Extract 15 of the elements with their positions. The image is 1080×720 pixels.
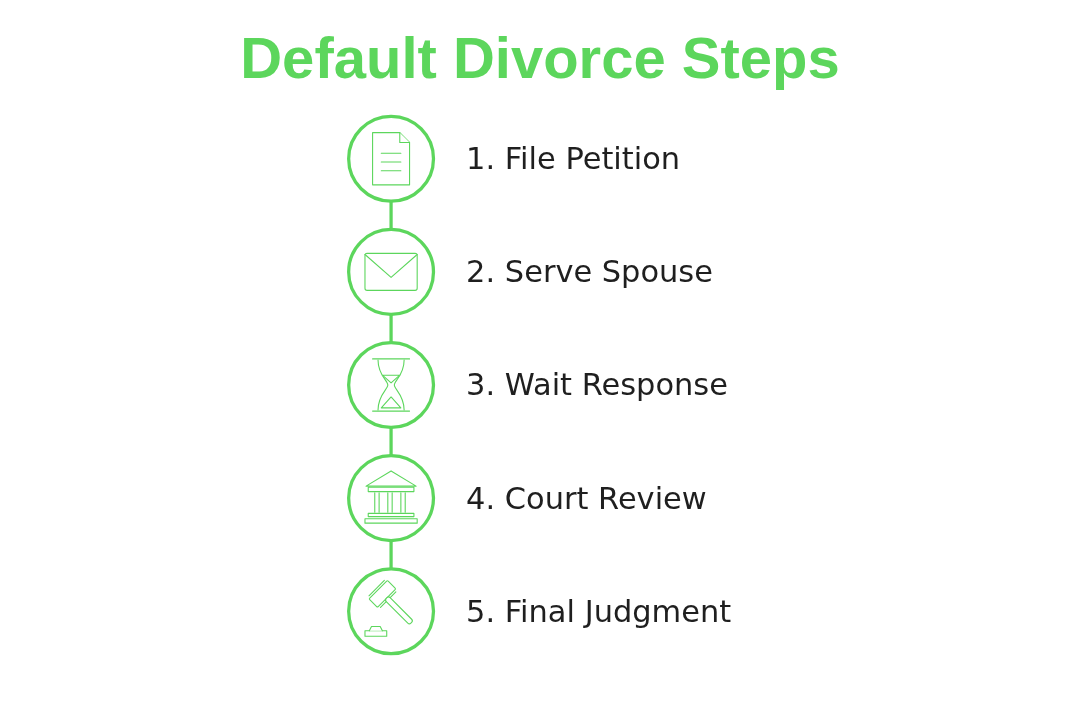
node-circle (347, 567, 436, 656)
step-label: 3. Wait Response (466, 367, 728, 403)
step-label: 1. File Petition (466, 141, 681, 177)
node-circle (347, 227, 436, 316)
connector (389, 201, 393, 230)
connector (389, 427, 393, 456)
title: Default Divorce Steps (239, 24, 841, 92)
node-circle (347, 454, 436, 543)
node-circle (347, 340, 436, 430)
connector (389, 314, 393, 343)
step-label: 2. Serve Spouse (466, 254, 713, 290)
node-circle (347, 114, 436, 203)
step-label: 4. Court Review (466, 480, 707, 516)
connector (389, 540, 393, 569)
step-label: 5. Final Judgment (466, 593, 732, 629)
